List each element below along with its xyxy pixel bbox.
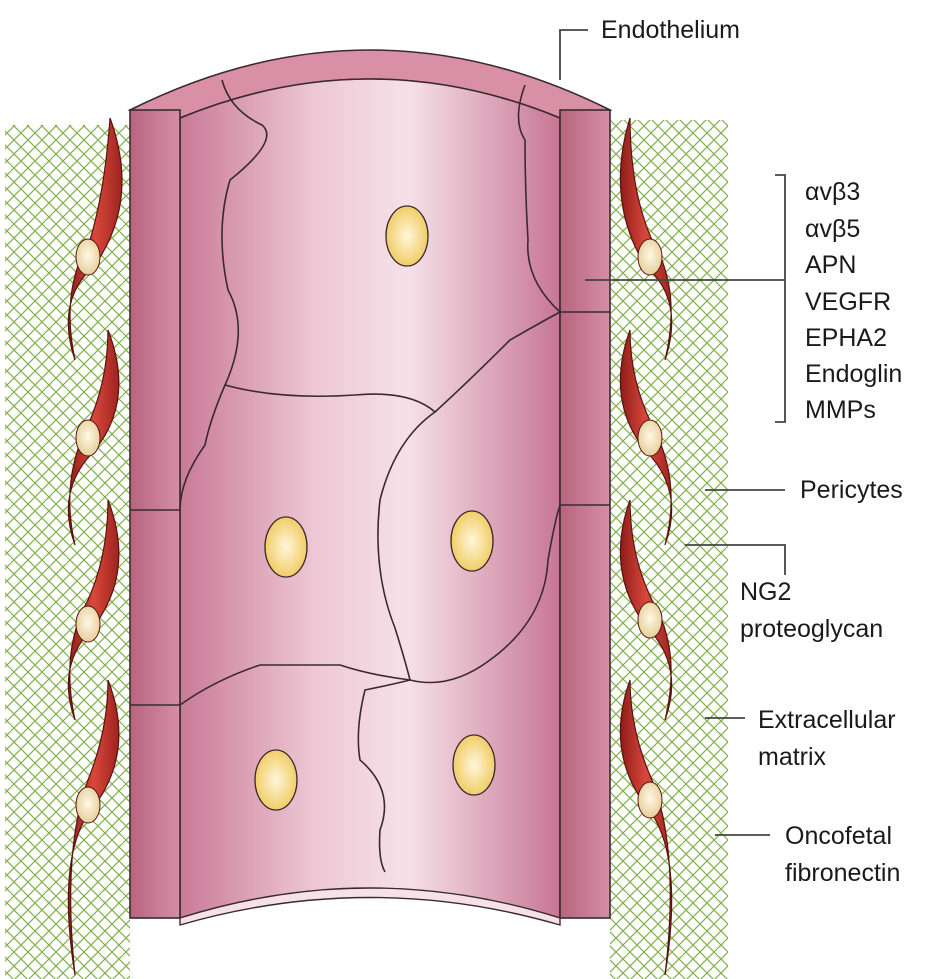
nucleus (386, 206, 428, 266)
label-marker-vegfr: VEGFR (805, 288, 891, 316)
label-marker-avb5: αvβ5 (805, 215, 860, 243)
label-marker-avb3: αvβ3 (805, 178, 860, 206)
label-marker-endoglin: Endoglin (805, 360, 902, 388)
label-marker-apn: APN (805, 251, 856, 279)
nucleus (265, 517, 307, 577)
nucleus (255, 750, 297, 810)
nucleus (451, 511, 493, 571)
label-marker-mmps: MMPs (805, 396, 876, 424)
label-ng2-line1: NG2 (740, 578, 791, 606)
nucleus (453, 735, 495, 795)
label-endothelium: Endothelium (601, 16, 740, 44)
vessel-inner-wall (180, 79, 560, 918)
vessel-tube (130, 50, 610, 925)
vessel-left-wall (130, 110, 180, 918)
label-ecm-line1: Extracellular (758, 706, 896, 734)
label-fibronectin-line2: fibronectin (785, 859, 900, 887)
label-marker-epha2: EPHA2 (805, 324, 887, 352)
label-pericytes: Pericytes (800, 476, 903, 504)
label-ng2-line2: proteoglycan (740, 615, 883, 643)
label-fibronectin-line1: Oncofetal (785, 822, 892, 850)
label-ecm-line2: matrix (758, 743, 827, 771)
vessel-right-wall (560, 110, 610, 918)
